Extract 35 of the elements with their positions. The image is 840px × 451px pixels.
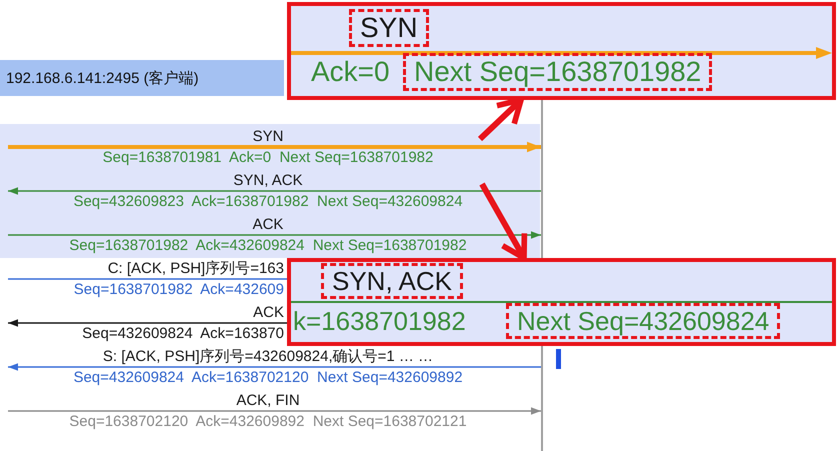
message-arrow [8, 231, 541, 239]
seq-ack-label: Seq=1638702120 Ack=432609892 Next Seq=1638702121 [69, 413, 467, 430]
zoom-callout [287, 258, 836, 346]
host-header: 192.168.6.141:2495 (客户端) [0, 60, 284, 96]
edge-label: ACK [252, 216, 284, 233]
callout-arrow [478, 97, 524, 142]
edge-label: SYN [252, 128, 284, 145]
callout-arrow [479, 182, 528, 261]
edge-label: C: [ACK, PSH]序列号=163 [108, 260, 284, 277]
zoom-callout [287, 2, 836, 100]
seq-ack-label: Seq=432609824 Ack=1638702120 Next Seq=432609892 [73, 369, 463, 386]
message-arrow [8, 363, 541, 371]
edge-label: S: [ACK, PSH]序列号=432609824,确认号=1 … … [102, 348, 434, 365]
seq-ack-label: Seq=1638701981 Ack=0 Next Seq=1638701982 [102, 149, 434, 166]
seq-ack-label: Seq=1638701982 Ack=432609 [74, 281, 284, 298]
zoomed-text: k=1638701982 [293, 306, 466, 336]
message-arrow [8, 319, 287, 327]
seq-ack-label: Seq=432609823 Ack=1638701982 Next Seq=432609824 [73, 193, 463, 210]
message-arrow [8, 142, 541, 152]
edge-label: ACK, FIN [236, 392, 300, 409]
edge-label: SYN, ACK [233, 172, 303, 189]
dashed-highlight-box [403, 53, 712, 91]
zoomed-seq-text: Next Seq=1638701982 [414, 56, 702, 88]
zoomed-text: Ack=0 [311, 56, 390, 88]
dashed-highlight-box [321, 263, 463, 299]
dashed-highlight-box [506, 303, 780, 339]
message-arrow [8, 187, 541, 195]
message-arrow [8, 407, 541, 415]
dashed-highlight-box [349, 9, 429, 47]
edge-label: ACK [253, 304, 284, 321]
zoomed-flag-text: SYN, ACK [332, 266, 452, 296]
seq-ack-label: Seq=432609824 Ack=163870 [82, 325, 284, 342]
seq-ack-label: Seq=1638701982 Ack=432609824 Next Seq=1638701982 [69, 237, 467, 254]
zoomed-flag-text: SYN [360, 12, 418, 44]
zoomed-seq-text: Next Seq=432609824 [517, 306, 770, 336]
